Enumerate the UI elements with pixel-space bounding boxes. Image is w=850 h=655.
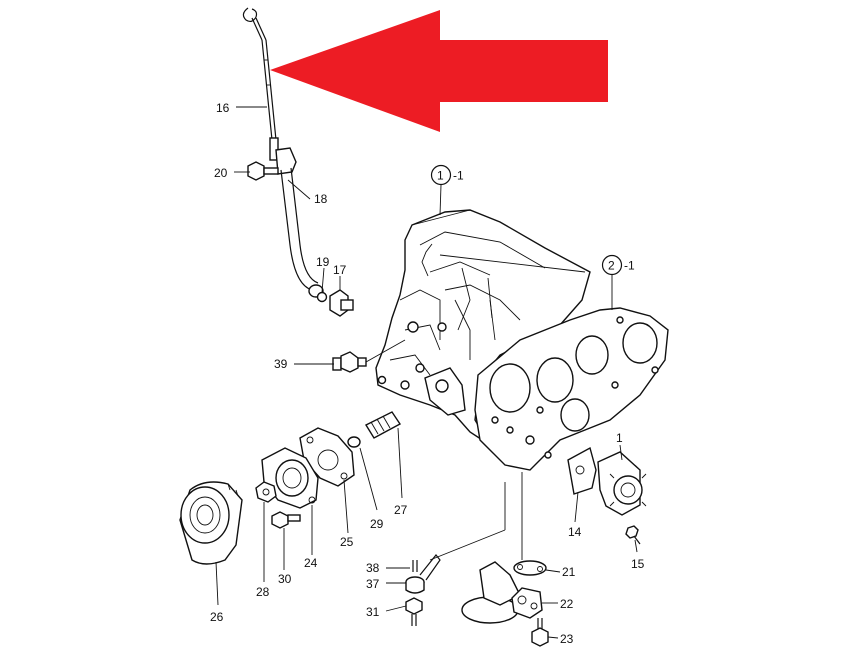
bracket-wire bbox=[419, 554, 441, 581]
pin-38 bbox=[412, 560, 418, 572]
highlight-arrow bbox=[270, 10, 608, 132]
dipstick-guide-tube bbox=[275, 147, 324, 298]
ref-1-number: 1 bbox=[437, 169, 444, 183]
label-16: 16 bbox=[216, 101, 230, 115]
nut-28 bbox=[255, 481, 277, 503]
ref-circle-2 bbox=[601, 254, 623, 276]
oil-nipple-27 bbox=[365, 411, 402, 439]
fitting-17 bbox=[329, 289, 354, 317]
collar-37 bbox=[405, 576, 425, 594]
label-21: 21 bbox=[562, 565, 576, 579]
label-15: 15 bbox=[631, 557, 645, 571]
ref-circle-1 bbox=[430, 164, 452, 186]
bolt-30 bbox=[271, 511, 301, 529]
o-ring-19 bbox=[316, 291, 328, 303]
ref-1-suffix: -1 bbox=[453, 169, 464, 183]
label-1: 1 bbox=[616, 431, 623, 445]
oil-pressure-switch-39 bbox=[332, 351, 367, 373]
label-18: 18 bbox=[314, 192, 328, 206]
leader-lines bbox=[215, 106, 638, 639]
oil-pump bbox=[567, 446, 647, 516]
label-39: 39 bbox=[274, 357, 288, 371]
label-31: 31 bbox=[366, 605, 380, 619]
pump-cover-plate bbox=[424, 367, 466, 416]
oil-strainer-22 bbox=[461, 561, 543, 624]
oil-filter-26 bbox=[179, 481, 243, 565]
bolt-20 bbox=[247, 161, 279, 181]
bolt-15 bbox=[625, 525, 641, 545]
o-ring-29 bbox=[347, 436, 361, 448]
label-17: 17 bbox=[333, 263, 347, 277]
gasket-21 bbox=[513, 560, 547, 576]
ref-2-suffix: -1 bbox=[624, 259, 635, 273]
label-14: 14 bbox=[568, 525, 582, 539]
label-30: 30 bbox=[278, 572, 292, 586]
label-24: 24 bbox=[304, 556, 318, 570]
label-26: 26 bbox=[210, 610, 224, 624]
label-20: 20 bbox=[214, 166, 228, 180]
label-22: 22 bbox=[560, 597, 574, 611]
label-23: 23 bbox=[560, 632, 574, 646]
label-27: 27 bbox=[394, 503, 408, 517]
bolt-31 bbox=[405, 597, 423, 626]
ref-2-number: 2 bbox=[608, 259, 615, 273]
callout-labels: 16 20 18 19 17 39 26 28 30 24 25 29 27 3… bbox=[210, 101, 645, 646]
bolt-23 bbox=[531, 618, 549, 647]
label-37: 37 bbox=[366, 577, 380, 591]
label-38: 38 bbox=[366, 561, 380, 575]
label-29: 29 bbox=[370, 517, 384, 531]
label-28: 28 bbox=[256, 585, 270, 599]
label-19: 19 bbox=[316, 255, 330, 269]
label-25: 25 bbox=[340, 535, 354, 549]
dipstick bbox=[242, 7, 279, 161]
front-plate bbox=[474, 307, 669, 471]
